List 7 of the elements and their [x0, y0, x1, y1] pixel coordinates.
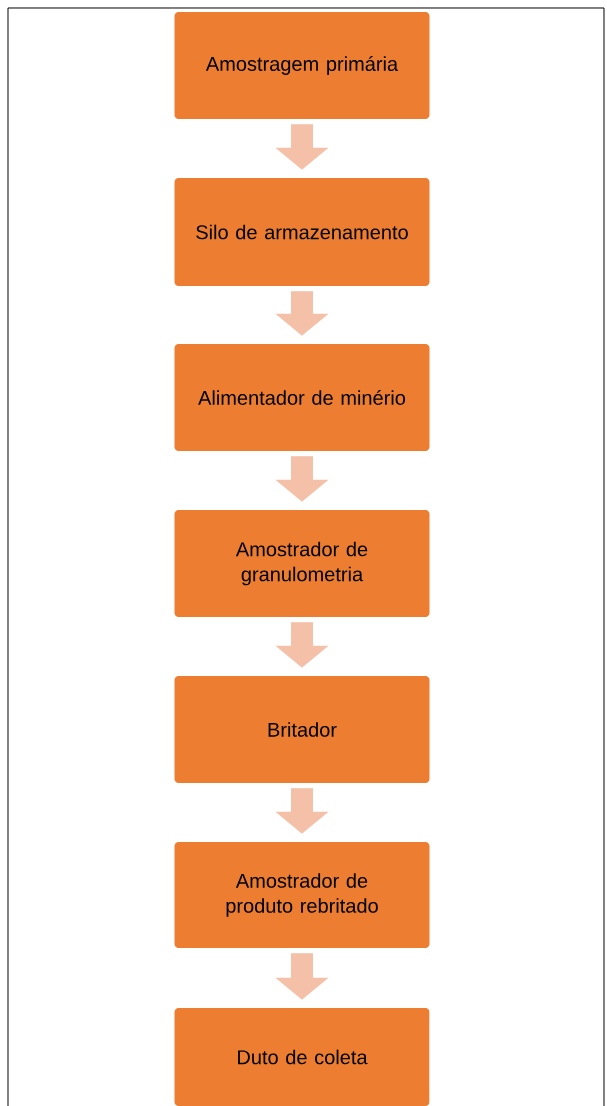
process-box: Alimentador de minério — [174, 344, 430, 451]
process-box: Amostrador de granulometria — [174, 510, 430, 617]
process-box: Britador — [174, 676, 430, 783]
process-box: Amostrador de produto rebritado — [174, 842, 430, 948]
process-box: Amostragem primária — [174, 12, 430, 119]
process-box: Silo de armazenamento — [174, 178, 430, 286]
process-box: Duto de coleta — [174, 1008, 430, 1106]
